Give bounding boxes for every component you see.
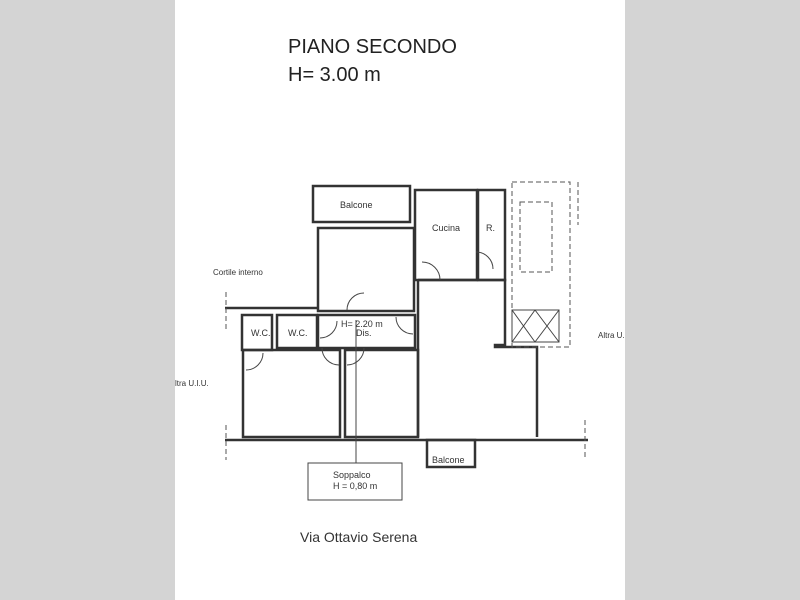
label-soppalco: Soppalco	[333, 470, 371, 480]
stairwell	[225, 181, 586, 460]
label-cortile: Cortile interno	[213, 268, 263, 277]
balcony-bottom	[425, 438, 477, 469]
bedroom-bottom-left	[241, 348, 342, 439]
floor-height: H= 3.00 m	[288, 64, 381, 86]
plan-title: PIANO SECONDO	[288, 36, 457, 58]
bedroom-top	[316, 226, 416, 313]
street-name: Via Ottavio Serena	[300, 529, 418, 545]
storage	[476, 188, 507, 282]
label-dis: Dis.	[356, 328, 372, 338]
label-balcone-bottom: Balcone	[432, 455, 465, 465]
label-cucina: Cucina	[432, 223, 460, 233]
doors	[245, 251, 494, 371]
balcony-top	[311, 184, 412, 224]
label-wc2: W.C.	[288, 328, 308, 338]
label-balcone-top: Balcone	[340, 200, 373, 210]
label-dis-height: H= 2.20 m	[341, 319, 383, 329]
living-room	[418, 278, 539, 437]
label-soppalco-height: H = 0,80 m	[333, 481, 377, 491]
label-altra-right: Altra U.	[598, 331, 625, 340]
label-wc1: W.C.	[251, 328, 271, 338]
bedroom-bottom-right	[343, 348, 420, 439]
label-r: R.	[486, 223, 495, 233]
label-altra-left: ltra U.I.U.	[175, 379, 209, 388]
kitchen	[413, 188, 479, 282]
hallway	[316, 313, 417, 350]
mezzanine	[307, 462, 403, 501]
walls	[225, 184, 588, 501]
